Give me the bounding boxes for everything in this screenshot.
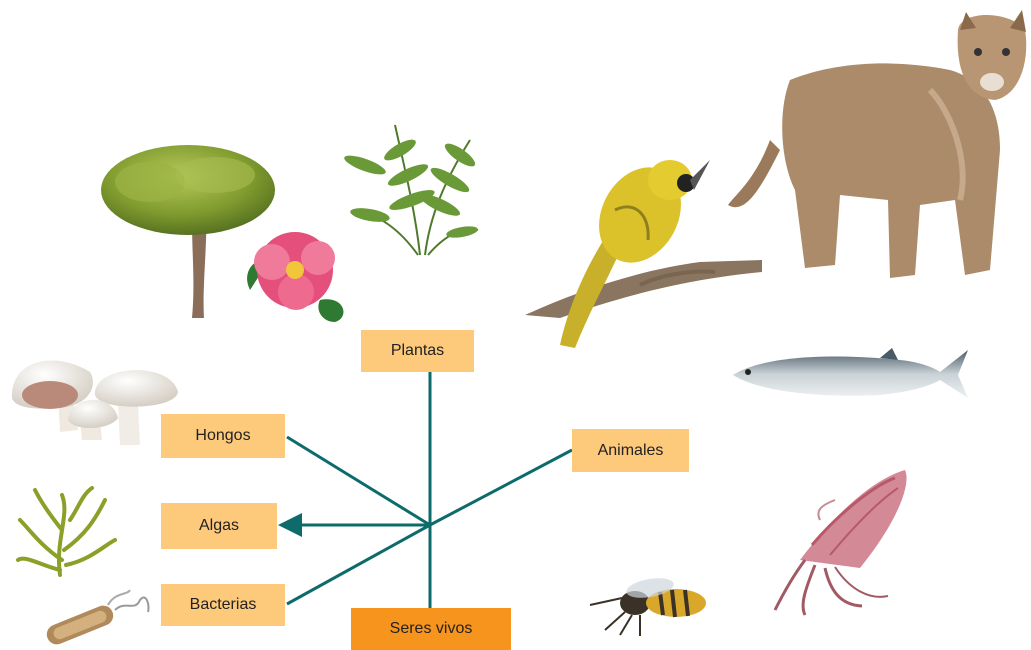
squid-illustration <box>775 470 907 615</box>
kingdom-box-algas: Algas <box>161 503 277 549</box>
root-box-seres-vivos: Seres vivos <box>351 608 511 650</box>
flower-illustration <box>247 232 343 322</box>
wasp-illustration <box>590 575 706 636</box>
kingdom-box-animales: Animales <box>572 429 689 472</box>
connector-bacterias <box>287 525 430 604</box>
bird-illustration <box>525 153 762 348</box>
kingdom-box-bacterias: Bacterias <box>161 584 285 626</box>
bacteria-illustration <box>44 590 149 647</box>
mushroom-illustration <box>12 360 178 445</box>
kingdom-box-hongos: Hongos <box>161 414 285 458</box>
connector-hongos <box>287 437 430 525</box>
kingdom-box-plantas: Plantas <box>361 330 474 372</box>
tree-illustration <box>101 145 275 318</box>
fern-illustration <box>342 125 478 255</box>
fish-illustration <box>733 348 968 398</box>
algae-illustration <box>18 488 115 575</box>
puma-illustration <box>728 10 1026 278</box>
connector-animales <box>430 450 572 525</box>
connectors <box>284 372 572 608</box>
